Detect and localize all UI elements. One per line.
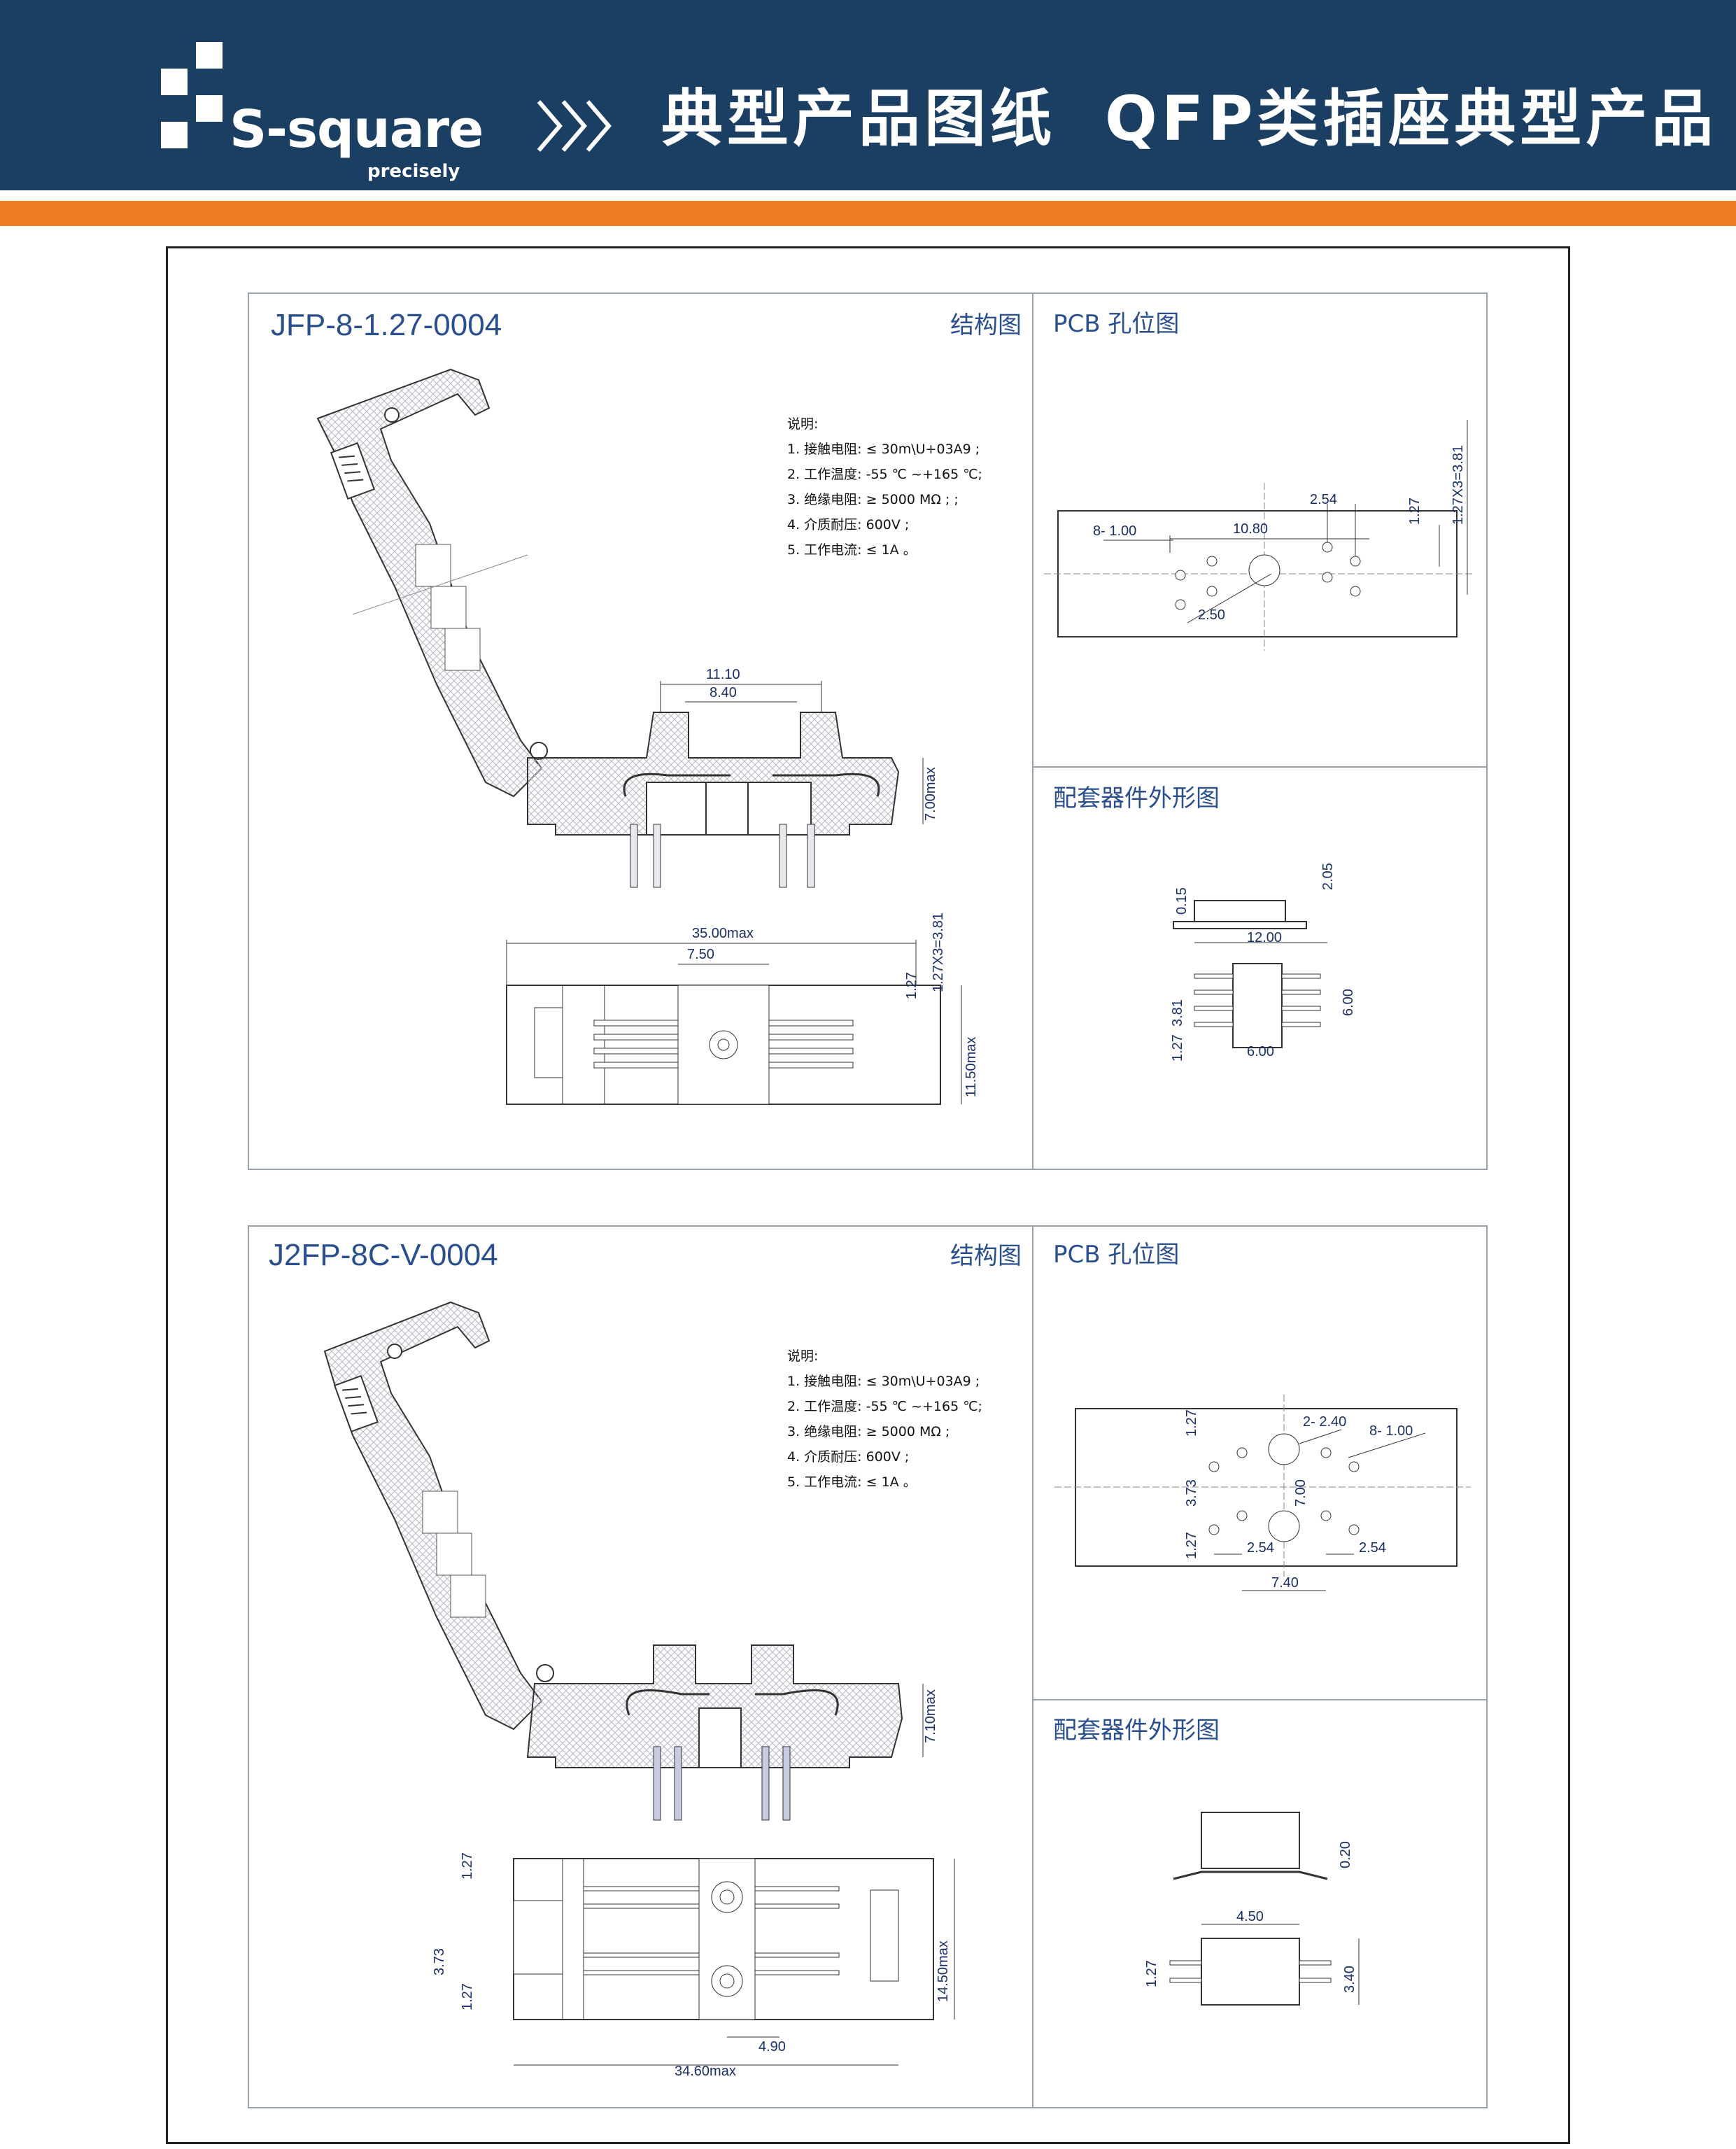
dim-label: 14.50max: [936, 1940, 951, 2002]
mating-label: 配套器件外形图: [1053, 1717, 1220, 1745]
dim-label: 1.27: [1407, 498, 1423, 525]
drawing-frame: [166, 246, 1570, 2144]
model-number: JFP-8-1.27-0004: [271, 308, 502, 342]
note-line: 5. 工作电流: ≤ 1A 。: [787, 542, 917, 558]
dim-label: 4.90: [758, 2039, 786, 2055]
dim-label: 7.50: [687, 947, 714, 962]
accent-stripe: [0, 201, 1736, 226]
dim-label: 1.27X3=3.81: [931, 913, 946, 992]
panel-divider: [1032, 293, 1033, 1170]
mating-part-drawing: 0.15 2.05 12.00 3.81 6.00 1.27 6.00: [1170, 863, 1356, 1062]
dim-label: 1.27: [1184, 1409, 1199, 1437]
dim-label: 1.27: [1184, 1532, 1199, 1559]
pcb-label: PCB 孔位图: [1053, 310, 1180, 338]
structure-drawing: 11.10 8.40 7.00max 35.00max 7.50 1.27 1.…: [316, 368, 979, 1105]
product-panel-1: [248, 293, 1488, 1170]
dim-label: 1.27: [460, 1852, 475, 1880]
dim-label: 2- 2.40: [1303, 1414, 1346, 1430]
pcb-hole-drawing: 2- 2.40 8- 1.00 1.27 3.73 7.00 1.27 2.54…: [1054, 1395, 1471, 1591]
title-part-2: QFP类插座典型产品: [1105, 83, 1718, 155]
dim-label: 3.40: [1342, 1966, 1357, 1993]
panel-divider: [1032, 1699, 1488, 1700]
structure-drawing: 7.10max 1.27 3.73 1.27 14.50max 4.90 34.…: [323, 1301, 955, 2079]
notes-title: 说明:: [787, 1348, 819, 1364]
dim-label: 11.50max: [964, 1037, 979, 1097]
dim-label: 1.27: [460, 1983, 475, 2010]
dim-label: 12.00: [1247, 930, 1282, 945]
dim-label: 8- 1.00: [1369, 1423, 1413, 1439]
dim-label: 2.54: [1310, 492, 1337, 507]
note-line: 4. 介质耐压: 600V ;: [787, 1449, 910, 1465]
dim-label: 1.27: [1144, 1960, 1159, 1987]
spec-notes: 说明: 1. 接触电阻: ≤ 30m\U+03A9 ; 2. 工作温度: -55…: [787, 1344, 982, 1495]
dim-label: 34.60max: [675, 2064, 736, 2079]
dim-label: 2.54: [1359, 1540, 1386, 1556]
dim-label: 3.73: [432, 1948, 447, 1975]
model-number: J2FP-8C-V-0004: [269, 1238, 498, 1272]
spec-notes: 说明: 1. 接触电阻: ≤ 30m\U+03A9 ; 2. 工作温度: -55…: [787, 411, 982, 563]
dim-label: 6.00: [1341, 989, 1356, 1016]
pcb-hole-drawing: 2.54 1.27 1.27X3=3.81 8- 1.00 10.80 2.50: [1044, 420, 1474, 651]
dim-label: 35.00max: [692, 926, 754, 941]
dim-label: 8.40: [710, 685, 737, 700]
title-part-1: 典型产品图纸: [661, 83, 1057, 155]
logo-name: S-square: [230, 99, 484, 160]
dim-label: 0.20: [1338, 1841, 1353, 1868]
dim-label: 6.00: [1247, 1044, 1274, 1059]
note-line: 2. 工作温度: -55 ℃ ~+165 ℃;: [787, 1399, 982, 1414]
structure-label: 结构图: [950, 1242, 1022, 1270]
dim-label: 8- 1.00: [1093, 523, 1136, 539]
product-panel-2: [248, 1225, 1488, 2108]
note-line: 3. 绝缘电阻: ≥ 5000 MΩ ;: [787, 1424, 950, 1439]
dim-label: 7.40: [1271, 1575, 1299, 1591]
dim-label: 3.81: [1170, 999, 1185, 1027]
note-line: 5. 工作电流: ≤ 1A 。: [787, 1474, 917, 1490]
dim-label: 1.27X3=3.81: [1451, 445, 1466, 525]
panel-divider: [1032, 1225, 1033, 2108]
dim-label: 7.00max: [923, 767, 938, 821]
structure-label: 结构图: [950, 311, 1022, 339]
dim-label: 11.10: [706, 667, 740, 682]
dim-label: 3.73: [1184, 1479, 1199, 1507]
chevrons-icon: [537, 100, 612, 152]
dim-label: 4.50: [1236, 1909, 1264, 1924]
mating-part-drawing: 0.20 4.50 1.27 3.40: [1144, 1812, 1360, 2006]
mating-label: 配套器件外形图: [1053, 784, 1220, 812]
logo-mark: [161, 42, 245, 164]
dim-label: 7.10max: [923, 1689, 938, 1743]
note-line: 4. 介质耐压: 600V ;: [787, 517, 910, 533]
dim-label: 2.54: [1247, 1540, 1274, 1556]
logo-tagline: precisely: [367, 161, 460, 182]
dim-label: 0.15: [1174, 887, 1190, 915]
dim-label: 2.05: [1320, 863, 1336, 890]
note-line: 3. 绝缘电阻: ≥ 5000 MΩ ; ;: [787, 492, 959, 507]
note-line: 2. 工作温度: -55 ℃ ~+165 ℃;: [787, 467, 982, 482]
note-line: 1. 接触电阻: ≤ 30m\U+03A9 ;: [787, 442, 980, 457]
dim-label: 1.27: [904, 972, 919, 999]
dim-label: 1.27: [1170, 1034, 1185, 1062]
dim-label: 2.50: [1198, 607, 1225, 623]
pcb-label: PCB 孔位图: [1053, 1241, 1180, 1269]
notes-title: 说明:: [787, 416, 819, 432]
panel-divider: [1032, 766, 1488, 768]
dim-label: 7.00: [1293, 1479, 1308, 1507]
note-line: 1. 接触电阻: ≤ 30m\U+03A9 ;: [787, 1374, 980, 1389]
dim-label: 10.80: [1233, 521, 1268, 537]
